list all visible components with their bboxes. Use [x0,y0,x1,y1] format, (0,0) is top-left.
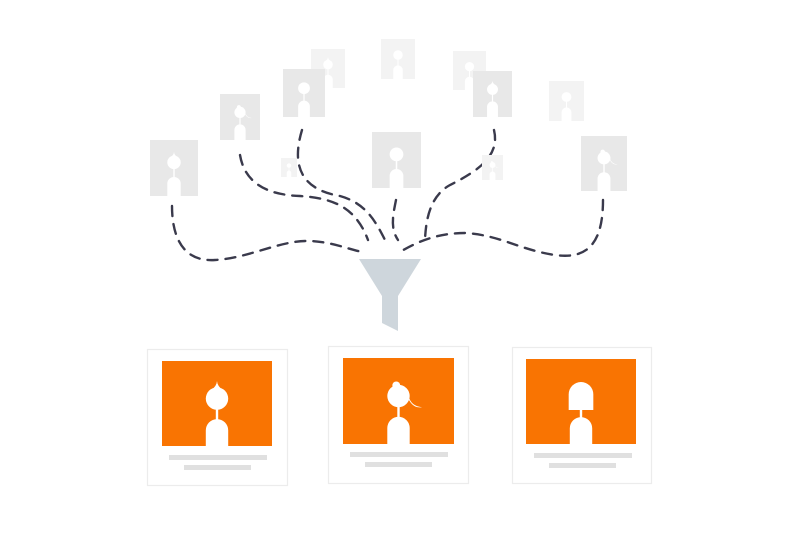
person-ponytail-icon [489,161,499,180]
name-placeholder [350,452,448,457]
name-placeholder [534,453,632,458]
funnel-icon [359,259,421,331]
dashed-path [238,153,370,242]
person-short-hair-icon [298,82,310,117]
candidate-card [372,132,421,188]
person-ponytail-icon [597,149,618,191]
funnel-shape [359,259,421,331]
dashed-path [398,198,605,257]
person-bun-icon [487,80,498,117]
dashed-path [423,128,497,242]
name-placeholder [169,455,267,460]
candidate-card [581,136,627,191]
candidate-card [283,69,325,117]
person-bun-icon [323,56,333,88]
person-short-hair-icon [286,163,292,177]
person-short-hair-icon [393,50,403,79]
candidate-pool [150,39,627,196]
title-placeholder [184,465,251,470]
dashed-path [296,128,387,242]
dashed-path [391,198,400,242]
candidate-card [549,81,584,121]
dashed-path [170,204,367,262]
person-ponytail-icon [234,105,252,140]
dashed-paths [170,128,605,262]
selected-candidate-card [511,346,653,485]
candidate-card [482,155,503,180]
person-ponytail-icon [387,381,423,444]
person-short-hair-icon [389,147,404,188]
person-bun-icon [205,380,229,446]
person-short-hair-icon [561,92,572,121]
person-bob-icon [568,382,594,444]
person-short-hair-icon [464,61,475,90]
title-placeholder [365,462,432,467]
person-bun-icon [167,151,181,196]
candidate-card [381,39,415,79]
selected-candidate-card [327,345,470,485]
candidate-card [220,94,260,140]
title-placeholder [549,463,616,468]
candidate-card [473,71,512,117]
candidate-card [281,158,297,177]
candidate-card [150,140,198,196]
selected-candidates [146,345,653,487]
selected-candidate-card [146,348,289,487]
